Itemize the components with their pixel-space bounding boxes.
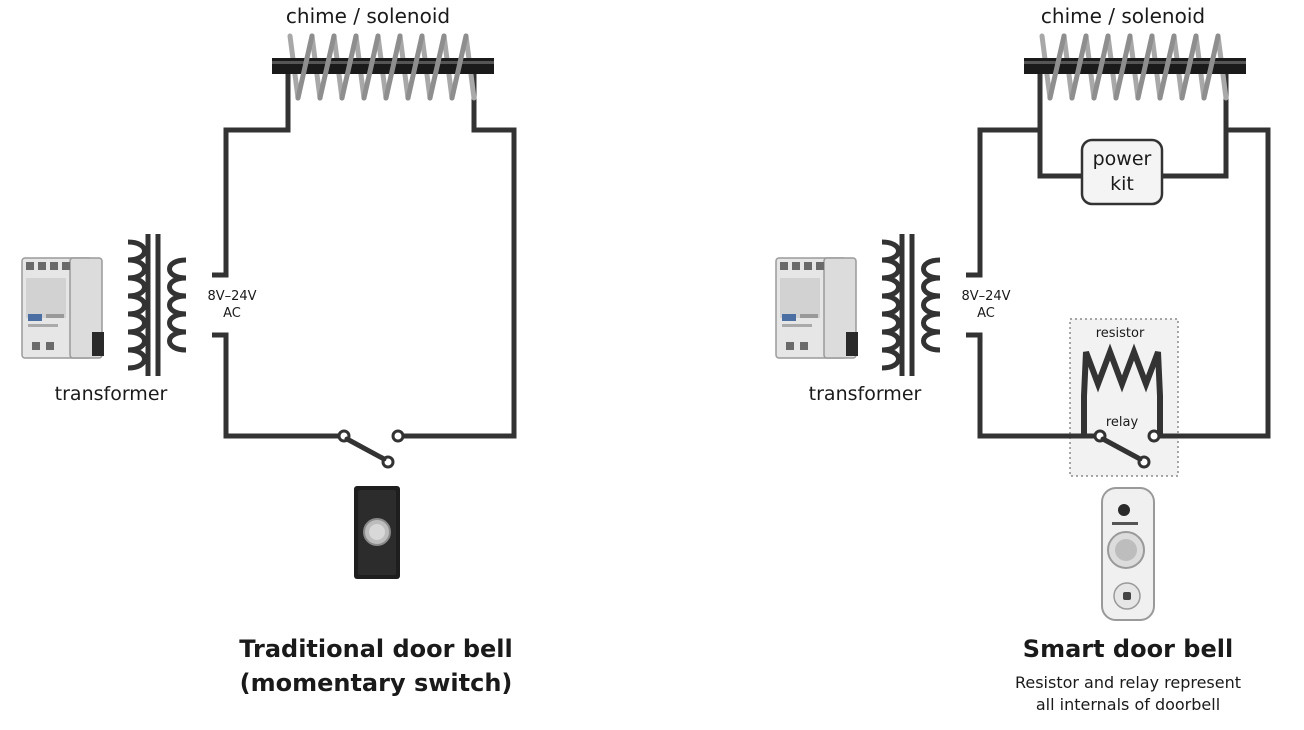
traditional-title: Traditional door bell (momentary switch): [166, 632, 586, 700]
transformer-symbol-icon: [128, 234, 186, 376]
transformer-label: transformer: [54, 383, 168, 405]
smart-doorbell-icon: [1101, 487, 1155, 621]
chime-label: chime / solenoid: [285, 4, 451, 28]
transformer-symbol-icon: [882, 234, 940, 376]
resistor-icon: [1081, 343, 1163, 436]
voltage-label: 8V–24V AC: [951, 288, 1021, 322]
smart-title: Smart door bell: [1022, 635, 1234, 663]
title-line-2: (momentary switch): [239, 669, 513, 697]
power-kit-label: power kit: [1079, 147, 1165, 197]
power-kit-box: [1080, 138, 1164, 206]
wire-top-left: [212, 70, 291, 278]
chime-label: chime / solenoid: [1040, 4, 1206, 28]
resistor-label: resistor: [1095, 326, 1145, 341]
wire-top-right: [1154, 70, 1271, 439]
chime-solenoid-icon: [1024, 36, 1246, 98]
wire-powerkit-right: [1162, 130, 1229, 179]
relay-label: relay: [1105, 415, 1139, 430]
transformer-label: transformer: [808, 383, 922, 405]
wire-top-right: [398, 70, 517, 439]
wire-powerkit-left: [1037, 130, 1082, 179]
wire-bottom-left: [966, 332, 1094, 439]
note-line-2: all internals of doorbell: [1035, 695, 1221, 714]
chime-solenoid-icon: [272, 36, 494, 98]
voltage-label: 8V–24V AC: [197, 288, 267, 322]
title-line-1: Traditional door bell: [239, 635, 513, 663]
power-kit-line-2: kit: [1110, 173, 1134, 195]
voltage-type: AC: [223, 306, 241, 321]
voltage-value: 8V–24V: [207, 289, 257, 304]
transformer-device-icon: [775, 257, 859, 359]
traditional-circuit: [21, 36, 517, 579]
momentary-switch-icon: [339, 431, 403, 467]
wire-top-left: [966, 70, 1043, 278]
smart-note: Resistor and relay represent all interna…: [948, 672, 1304, 716]
doorbell-button-icon: [354, 486, 400, 579]
smart-circuit: [775, 36, 1271, 621]
power-kit-line-1: power: [1092, 148, 1152, 170]
wire-bottom-left: [212, 332, 338, 439]
voltage-value: 8V–24V: [961, 289, 1011, 304]
voltage-type: AC: [977, 306, 995, 321]
transformer-device-icon: [21, 257, 105, 359]
note-line-1: Resistor and relay represent: [1014, 673, 1242, 692]
